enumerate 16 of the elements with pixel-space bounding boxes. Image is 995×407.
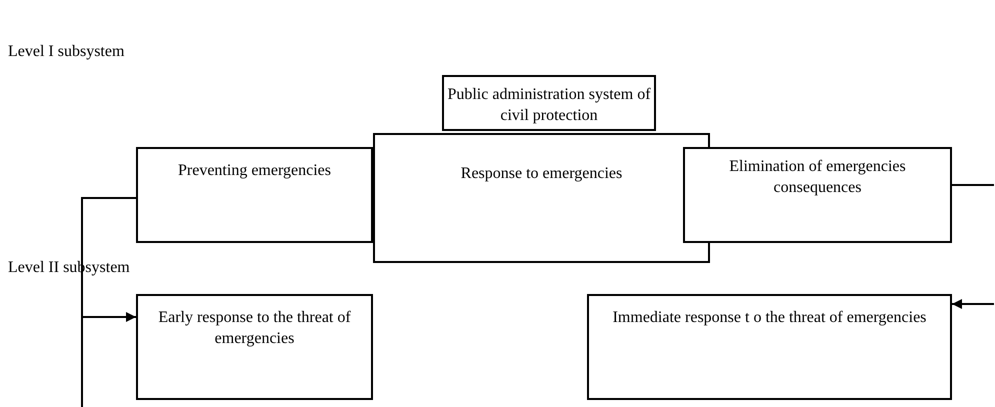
process-box xyxy=(683,147,952,243)
process-box xyxy=(136,294,373,400)
process-box xyxy=(373,133,710,263)
process-box xyxy=(587,294,952,400)
arrow xyxy=(952,299,994,309)
box-text: Preventing emergencies xyxy=(178,161,331,181)
box-text: Immediate response t o the threat of emergencies xyxy=(612,308,926,328)
level-label: Level I subsystem xyxy=(8,43,124,61)
box-text: Public administration system of civil protection xyxy=(446,85,652,126)
box-text: Early response to the threat of emergencies xyxy=(157,308,352,349)
box-text: Response to emergencies xyxy=(460,164,622,184)
connector-line xyxy=(952,184,994,186)
connector-line xyxy=(81,197,136,407)
box-text: Elimination of emergencies consequences xyxy=(728,157,907,198)
process-box xyxy=(136,147,373,243)
process-box xyxy=(442,75,656,131)
